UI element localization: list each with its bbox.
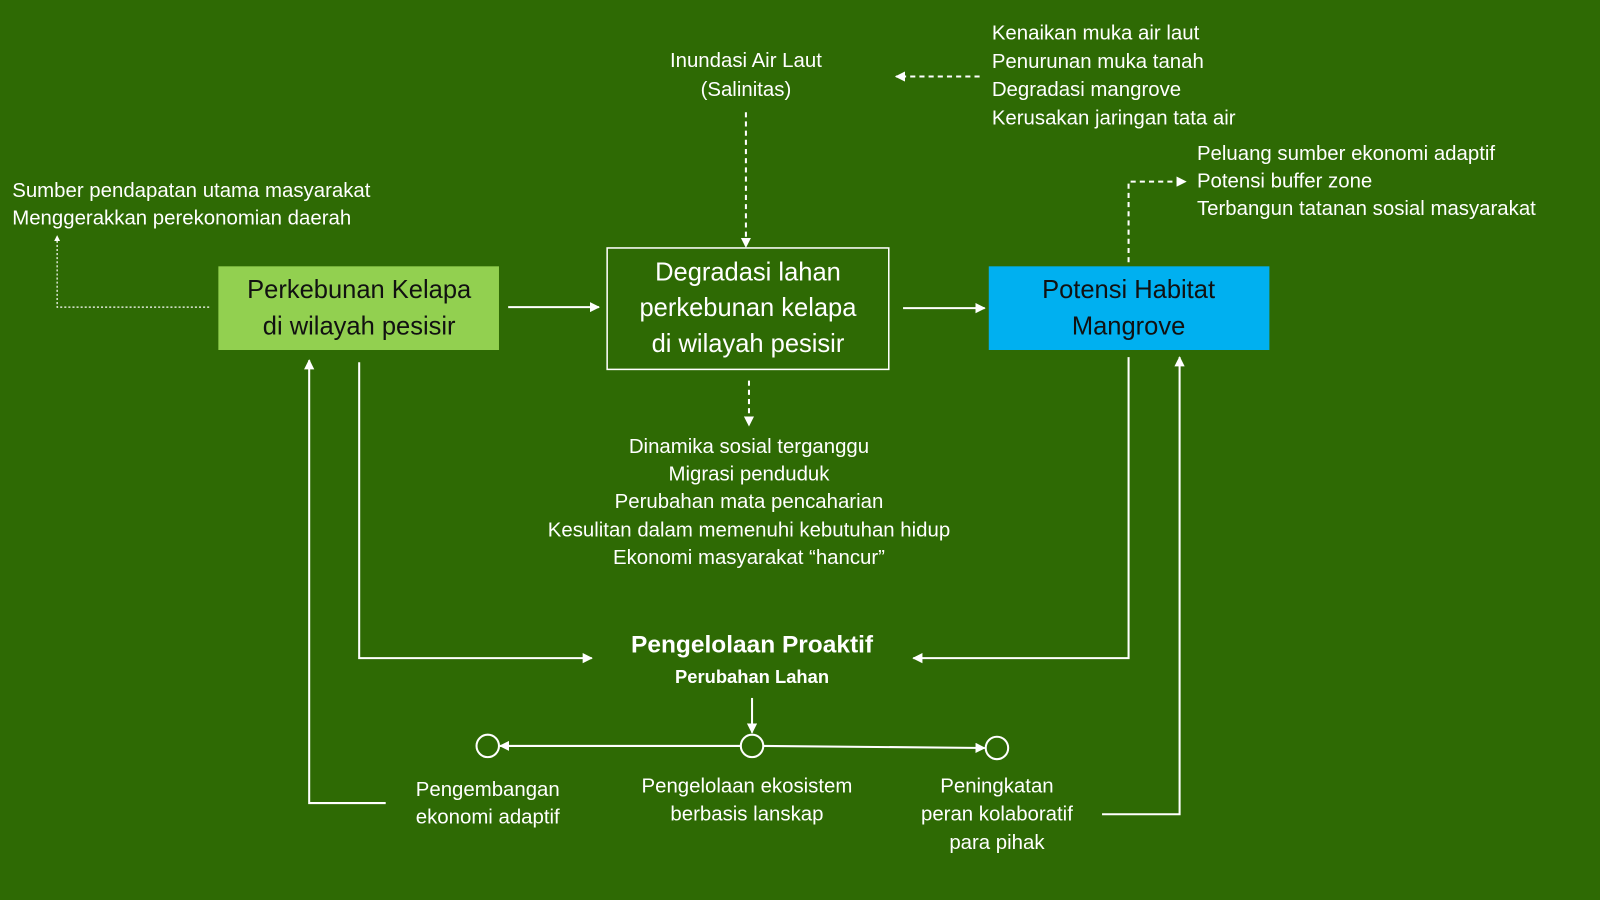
kelapa-benefits: Sumber pendapatan utama masyarakat Mengg…: [12, 180, 371, 230]
impact-item: Perubahan mata pencaharian: [615, 491, 884, 513]
mangrove-benefits: Peluang sumber ekonomi adaptif Potensi b…: [1197, 143, 1536, 220]
impact-item: Kesulitan dalam memenuhi kebutuhan hidup: [548, 520, 950, 542]
box-kelapa-line: Perkebunan Kelapa: [247, 276, 472, 304]
feedback-arrow-kelapa: [304, 359, 386, 805]
box-kelapa: Perkebunan Kelapa di wilayah pesisir: [218, 266, 499, 350]
impact-item: Migrasi penduduk: [668, 463, 830, 485]
benefit-item: Peluang sumber ekonomi adaptif: [1197, 143, 1495, 165]
benefit-item: Menggerakkan perekonomian daerah: [12, 207, 351, 229]
outcome-line: berbasis lanskap: [670, 803, 823, 825]
driver-item: Kenaikan muka air laut: [992, 23, 1200, 45]
outcome-center: Pengelolaan ekosistem berbasis lanskap: [642, 776, 853, 826]
outcome-line: peran kolaboratif: [921, 803, 1073, 825]
box-degradasi: Degradasi lahan perkebunan kelapa di wil…: [606, 247, 890, 371]
box-kelapa-line: di wilayah pesisir: [263, 313, 456, 341]
node-center: [739, 733, 765, 759]
node-right: [984, 735, 1010, 761]
outcome-left: Pengembangan ekonomi adaptif: [416, 779, 560, 829]
mangrove-benefit-arrow: [1127, 176, 1187, 263]
inundation-subtitle: (Salinitas): [701, 79, 792, 101]
feedback-arrow-mangrove: [1102, 356, 1185, 816]
outcome-right: Peningkatan peran kolaboratif para pihak: [921, 776, 1073, 854]
box-degradasi-line: di wilayah pesisir: [652, 330, 845, 358]
outcome-line: ekonomi adaptif: [416, 806, 560, 828]
inundation-label: Inundasi Air Laut (Salinitas): [670, 50, 822, 101]
arrow-mangrove-to-management: [912, 357, 1130, 664]
management-title: Pengelolaan Proaktif: [631, 631, 874, 658]
box-degradasi-line: perkebunan kelapa: [639, 294, 857, 322]
benefit-item: Sumber pendapatan utama masyarakat: [12, 180, 371, 202]
impact-item: Dinamika sosial terganggu: [629, 436, 869, 458]
driver-item: Penurunan muka tanah: [992, 51, 1204, 73]
outcome-line: Pengembangan: [416, 779, 560, 801]
management-subtitle: Perubahan Lahan: [675, 666, 829, 687]
box-degradasi-line: Degradasi lahan: [655, 258, 841, 286]
arrow-kelapa-to-management: [358, 362, 593, 664]
impacts-list: Dinamika sosial terganggu Migrasi pendud…: [548, 436, 950, 569]
outcome-line: Peningkatan: [940, 776, 1053, 798]
kelapa-benefit-arrow: [54, 235, 210, 308]
benefit-item: Potensi buffer zone: [1197, 171, 1372, 193]
impact-item: Ekonomi masyarakat “hancur”: [613, 547, 885, 569]
box-mangrove-line: Mangrove: [1072, 313, 1185, 341]
drivers-list: Kenaikan muka air laut Penurunan muka ta…: [992, 23, 1236, 130]
driver-item: Degradasi mangrove: [992, 79, 1181, 101]
outcome-line: Pengelolaan ekosistem: [642, 776, 853, 798]
inundation-title: Inundasi Air Laut: [670, 50, 822, 72]
box-mangrove-line: Potensi Habitat: [1042, 276, 1215, 304]
driver-item: Kerusakan jaringan tata air: [992, 107, 1236, 129]
benefit-item: Terbangun tatanan sosial masyarakat: [1197, 198, 1536, 220]
arrow-to-right-outcome: [763, 742, 986, 753]
box-mangrove: Potensi Habitat Mangrove: [988, 266, 1270, 350]
node-left: [475, 733, 500, 759]
outcome-line: para pihak: [949, 832, 1045, 854]
